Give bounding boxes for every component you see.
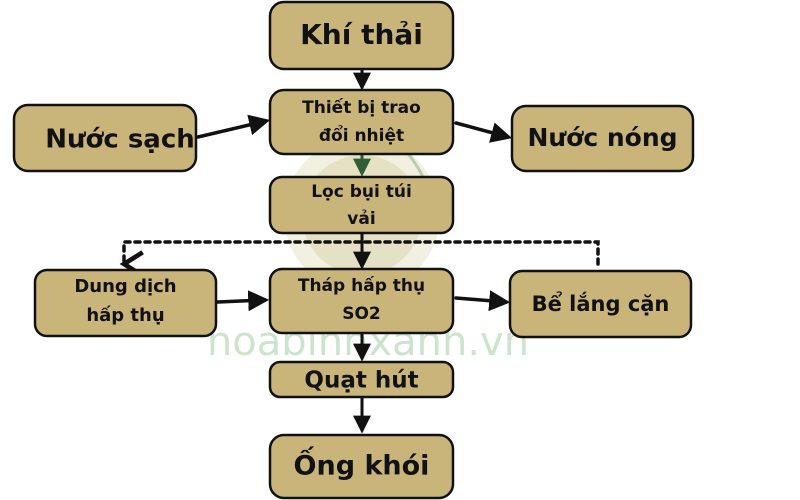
node-label: Nước sạch: [45, 125, 195, 155]
node-label-line-2: hấp thụ: [86, 305, 164, 326]
arrow-nuoc-sach-to-thiet-bi: [196, 114, 271, 139]
node-nuoc-sach: Nước sạch: [12, 103, 198, 173]
arrow-thiet-bi-to-nuoc-nong: [454, 121, 513, 143]
node-label-line-1: Tháp hấp thụ: [298, 275, 425, 296]
arrow-dung-dich-to-thap: [216, 290, 270, 312]
node-quat-hut: Quạt hút: [268, 360, 455, 399]
arrow-thap-to-be-lang: [454, 290, 511, 312]
node-label-line-2: SO2: [342, 304, 381, 324]
node-thap-hap-thu-so2: Tháp hấp thụ SO2: [268, 267, 455, 335]
node-be-lang-can: Bể lắng cặn: [508, 269, 693, 339]
node-khi-thai: Khí thải: [268, 0, 455, 71]
node-ong-khoi: Ống khói: [268, 433, 455, 500]
node-label: Quạt hút: [304, 368, 418, 394]
node-label: Bể lắng cặn: [532, 291, 670, 316]
connectors: [119, 68, 600, 434]
node-label-line-1: Dung dịch: [74, 276, 176, 297]
node-label: Nước nóng: [527, 123, 677, 152]
dotted-recirculation-line: [119, 240, 600, 278]
node-loc-bui-tui-vai: Lọc bụi túi vải: [268, 175, 455, 235]
node-label-line-1: Lọc bụi túi: [311, 182, 412, 202]
node-label: Ống khói: [294, 446, 430, 482]
node-label-line-1: Thiết bị trao: [302, 97, 421, 118]
node-label-line-2: vải: [347, 209, 375, 229]
node-nuoc-nong: Nước nóng: [510, 104, 695, 173]
node-label: Khí thải: [300, 18, 423, 51]
node-label-line-2: đổi nhiệt: [319, 124, 404, 146]
node-thiet-bi-trao-doi-nhiet: Thiết bị trao đổi nhiệt: [268, 88, 455, 156]
node-dung-dich-hap-thu: Dung dịch hấp thụ: [33, 268, 218, 338]
